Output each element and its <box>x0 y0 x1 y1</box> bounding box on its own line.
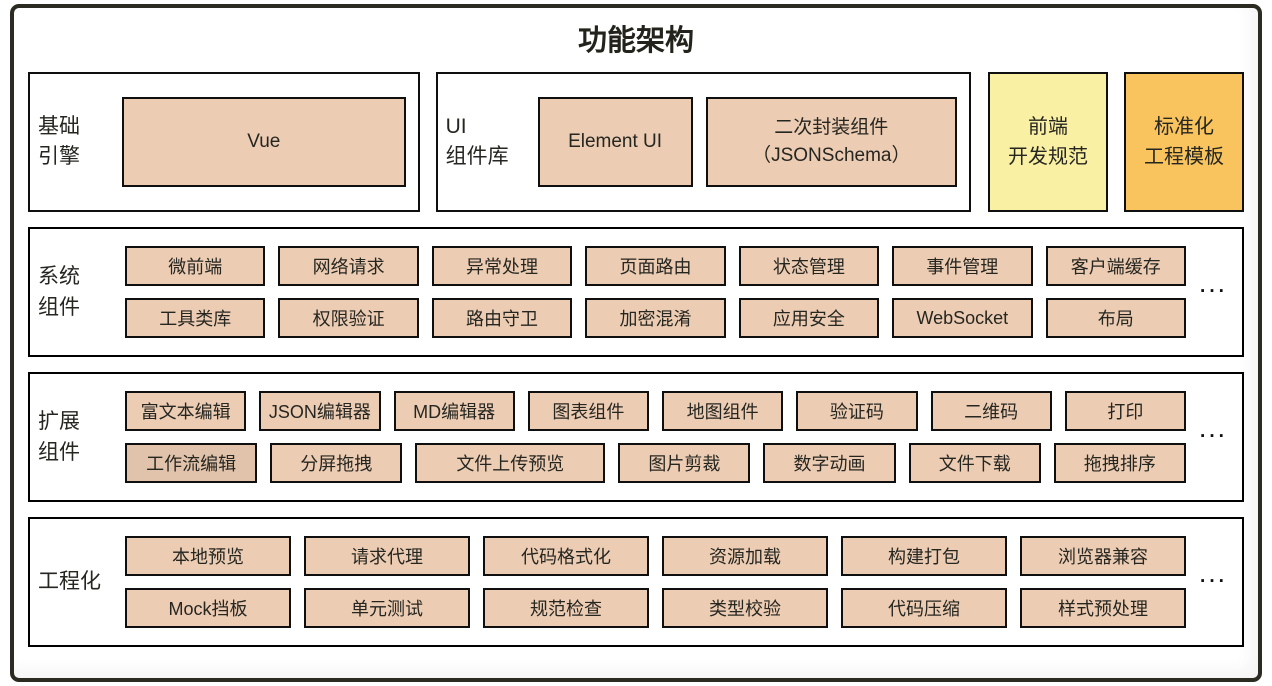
component-box: 文件上传预览 <box>415 443 606 483</box>
component-box: 资源加载 <box>662 536 828 576</box>
component-box: 分屏拖拽 <box>270 443 403 483</box>
jsonschema-wrapper-box: 二次封装组件 （JSONSchema） <box>705 97 957 187</box>
component-box: WebSocket <box>892 298 1033 338</box>
component-box: 打印 <box>1064 391 1186 431</box>
component-box: 路由守卫 <box>431 298 573 338</box>
component-box: 样式预处理 <box>1020 588 1186 628</box>
frontend-spec-box: 前端 开发规范 <box>988 72 1108 212</box>
component-box: 规范检查 <box>483 588 649 628</box>
ellipsis-more: ··· <box>1200 426 1228 447</box>
component-box: 富文本编辑 <box>125 391 247 431</box>
item-row: 本地预览请求代理代码格式化资源加载构建打包浏览器兼容 <box>125 536 1186 576</box>
top-row: 基础 引擎 Vue UI 组件库 Element UI 二次封装组件 （JSON… <box>28 72 1244 212</box>
component-box: 事件管理 <box>892 246 1033 286</box>
component-box: MD编辑器 <box>393 391 515 431</box>
diagram-frame: 功能架构 基础 引擎 Vue UI 组件库 Element UI 二次封装组件 … <box>10 4 1262 682</box>
section-grid: 微前端网络请求异常处理页面路由状态管理事件管理客户端缓存 工具类库权限验证路由守… <box>125 246 1186 338</box>
component-box: 代码压缩 <box>841 588 1007 628</box>
section-grid: 富文本编辑 JSON编辑器 MD编辑器图表组件地图组件验证码二维码打印 工作流编辑分… <box>125 391 1186 483</box>
section-system-components: 系统 组件 微前端网络请求异常处理页面路由状态管理事件管理客户端缓存 工具类库权… <box>28 227 1244 357</box>
section-label: 扩展 组件 <box>38 409 80 465</box>
component-box: 微前端 <box>125 246 266 286</box>
component-box: 异常处理 <box>431 246 573 286</box>
component-box: Mock挡板 <box>125 588 291 628</box>
component-box: 数字动画 <box>763 443 896 483</box>
section-label: 系统 组件 <box>38 264 80 320</box>
item-row: 工作流编辑分屏拖拽文件上传预览图片剪裁数字动画文件下载拖拽排序 <box>125 443 1186 483</box>
group-base-engine: 基础 引擎 Vue <box>28 72 420 212</box>
component-box: 状态管理 <box>738 246 880 286</box>
component-box: 本地预览 <box>125 536 291 576</box>
base-engine-label: 基础 引擎 <box>38 114 80 168</box>
component-box: 布局 <box>1045 298 1186 338</box>
section-extension-components: 扩展 组件 富文本编辑 JSON编辑器 MD编辑器图表组件地图组件验证码二维码打印 … <box>28 372 1244 502</box>
component-box: 工具类库 <box>125 298 266 338</box>
element-ui-box: Element UI <box>537 97 693 187</box>
component-box: 网络请求 <box>278 246 419 286</box>
component-box: 二维码 <box>930 391 1052 431</box>
component-box: 验证码 <box>796 391 918 431</box>
component-box: 权限验证 <box>278 298 419 338</box>
item-row: 工具类库权限验证路由守卫加密混淆应用安全 WebSocket 布局 <box>125 298 1186 338</box>
section-label: 工程化 <box>38 570 101 594</box>
component-box: 拖拽排序 <box>1053 443 1186 483</box>
component-box: 请求代理 <box>304 536 470 576</box>
group-ui-library: UI 组件库 Element UI 二次封装组件 （JSONSchema） <box>435 72 971 212</box>
ellipsis-more: ··· <box>1200 281 1228 302</box>
component-box: 类型校验 <box>662 588 828 628</box>
item-row: 富文本编辑 JSON编辑器 MD编辑器图表组件地图组件验证码二维码打印 <box>125 391 1186 431</box>
component-box: 应用安全 <box>738 298 880 338</box>
item-row: Mock挡板单元测试规范检查类型校验代码压缩样式预处理 <box>125 588 1186 628</box>
component-box: 单元测试 <box>304 588 470 628</box>
component-box: 地图组件 <box>662 391 784 431</box>
component-box: 工作流编辑 <box>125 443 258 483</box>
component-box: 客户端缓存 <box>1045 246 1186 286</box>
ellipsis-more: ··· <box>1200 571 1228 592</box>
ui-library-label: UI 组件库 <box>445 114 509 168</box>
component-box: 页面路由 <box>585 246 726 286</box>
component-box: 文件下载 <box>908 443 1041 483</box>
section-engineering: 工程化 本地预览请求代理代码格式化资源加载构建打包浏览器兼容 Mock挡板单元测… <box>28 517 1244 647</box>
component-box: 浏览器兼容 <box>1020 536 1186 576</box>
component-box: 图表组件 <box>527 391 649 431</box>
component-box: 加密混淆 <box>585 298 726 338</box>
component-box: JSON编辑器 <box>259 391 381 431</box>
component-box: 代码格式化 <box>483 536 649 576</box>
vue-box: Vue <box>122 97 406 187</box>
component-box: 图片剪裁 <box>618 443 751 483</box>
component-box: 构建打包 <box>841 536 1007 576</box>
diagram-title: 功能架构 <box>577 25 694 57</box>
standard-template-box: 标准化 工程模板 <box>1124 72 1244 212</box>
section-grid: 本地预览请求代理代码格式化资源加载构建打包浏览器兼容 Mock挡板单元测试规范检… <box>125 536 1186 628</box>
item-row: 微前端网络请求异常处理页面路由状态管理事件管理客户端缓存 <box>125 246 1186 286</box>
